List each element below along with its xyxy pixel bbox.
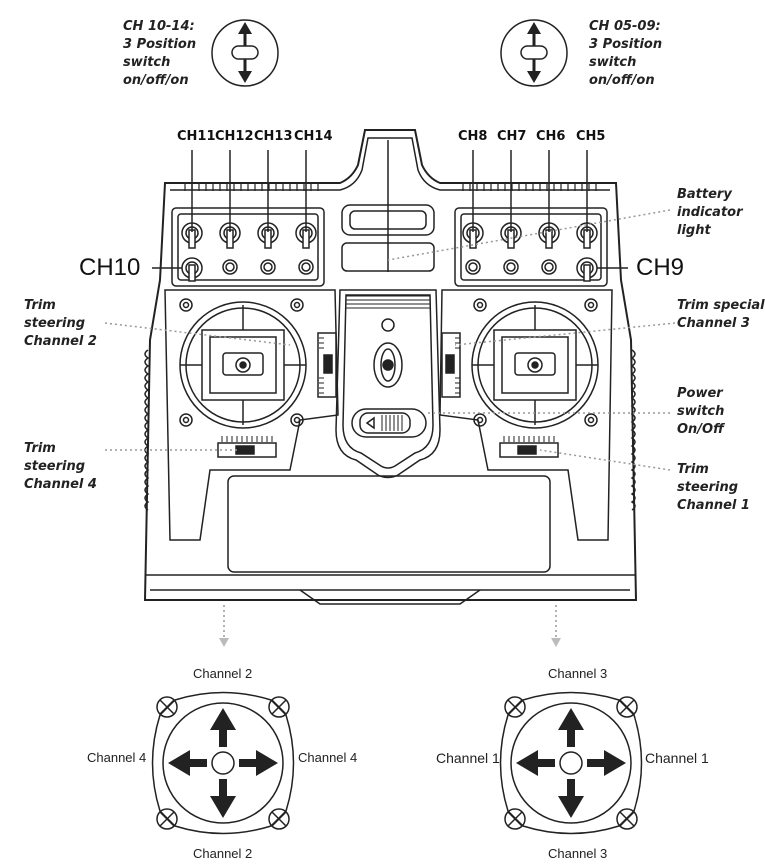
toggle-ch7	[500, 150, 522, 249]
horizontal-trim-left	[217, 436, 277, 458]
right-stick-gimbal	[471, 298, 599, 429]
callout-line: Channel 1	[677, 498, 750, 513]
right-stick-label-left: Channel 1	[436, 750, 500, 766]
callout-line: Trim	[677, 462, 709, 477]
label-ch12: CH12	[215, 129, 254, 144]
right-stick-direction-diagram	[499, 691, 643, 835]
callout-line: On/Off	[677, 422, 724, 437]
switch-label-left: CH 10-14: 3 Position switch on/off/on	[123, 18, 196, 90]
left-stick-label-right: Channel 4	[298, 750, 358, 765]
callout-line: Channel 4	[24, 477, 97, 492]
three-position-switch-icon-right	[500, 19, 568, 87]
toggle-ch8	[462, 150, 484, 249]
left-stick-gimbal	[179, 298, 307, 429]
right-stick-label-bottom: Channel 3	[548, 846, 608, 861]
label-ch8: CH8	[458, 129, 488, 144]
label-ch6: CH6	[536, 129, 566, 144]
callout-line: Channel 2	[24, 334, 97, 349]
label-ch7: CH7	[497, 129, 527, 144]
callout-line: steering	[677, 480, 739, 495]
callout-battery-indicator: Battery indicator light	[677, 186, 743, 240]
callout-trim-channel-1: Trim steering Channel 1	[677, 461, 750, 515]
three-position-switch-icon-left	[211, 19, 279, 87]
left-stick-label-bottom: Channel 2	[193, 846, 253, 861]
callout-line: indicator	[677, 205, 743, 220]
callout-line: light	[677, 223, 711, 238]
toggle-ch6	[538, 150, 560, 249]
callout-trim-channel-4: Trim steering Channel 4	[24, 440, 97, 494]
label-ch10: CH10	[79, 254, 141, 281]
leader-lines	[104, 209, 676, 645]
switch-label-right-line: switch	[589, 55, 637, 70]
right-stick-label-right: Channel 1	[645, 750, 709, 766]
switch-label-left-line: on/off/on	[123, 73, 189, 88]
toggle-ch10	[181, 257, 203, 282]
label-ch13: CH13	[254, 129, 293, 144]
toggle-ch14	[295, 150, 317, 249]
callout-trim-special-channel-3: Trim special Channel 3	[677, 297, 765, 333]
toggle-ch12	[219, 150, 241, 249]
toggle-ch13	[257, 150, 279, 249]
label-ch9: CH9	[636, 254, 685, 281]
callout-line: steering	[24, 459, 86, 474]
toggle-ch9	[576, 257, 598, 282]
switch-label-right-line: on/off/on	[589, 73, 655, 88]
callout-line: steering	[24, 316, 86, 331]
callout-line: Channel 3	[677, 316, 750, 331]
switch-label-left-line: switch	[123, 55, 171, 70]
callout-trim-channel-2: Trim steering Channel 2	[24, 297, 97, 351]
callout-line: Trim	[24, 298, 56, 313]
transmitter-body	[143, 129, 638, 605]
toggle-switches-left	[181, 150, 317, 282]
toggle-switches-right	[462, 150, 598, 282]
left-stick-label-top: Channel 2	[193, 666, 253, 681]
callout-line: Battery	[677, 187, 732, 202]
label-ch11: CH11	[177, 129, 216, 144]
callout-line: switch	[677, 404, 725, 419]
switch-label-left-line: 3 Position	[123, 37, 197, 52]
callout-line: Trim special	[677, 298, 765, 313]
callout-line: Power	[677, 386, 723, 401]
switch-label-right: CH 05-09: 3 Position switch on/off/on	[589, 18, 662, 90]
vertical-trim-right	[441, 332, 461, 398]
switch-label-right-line: CH 05-09:	[589, 19, 661, 34]
callout-power-switch: Power switch On/Off	[677, 385, 724, 439]
switch-label-right-line: 3 Position	[589, 37, 663, 52]
left-stick-label-left: Channel 4	[87, 750, 147, 765]
label-ch5: CH5	[576, 129, 606, 144]
toggle-ch11	[181, 150, 203, 249]
horizontal-trim-right	[499, 436, 559, 458]
right-stick-label-top: Channel 3	[548, 666, 608, 681]
switch-label-left-line: CH 10-14:	[123, 19, 195, 34]
left-stick-direction-diagram	[151, 691, 295, 835]
callout-line: Trim	[24, 441, 56, 456]
toggle-ch5	[576, 150, 598, 249]
vertical-trim-left	[317, 332, 337, 398]
label-ch14: CH14	[294, 129, 333, 144]
